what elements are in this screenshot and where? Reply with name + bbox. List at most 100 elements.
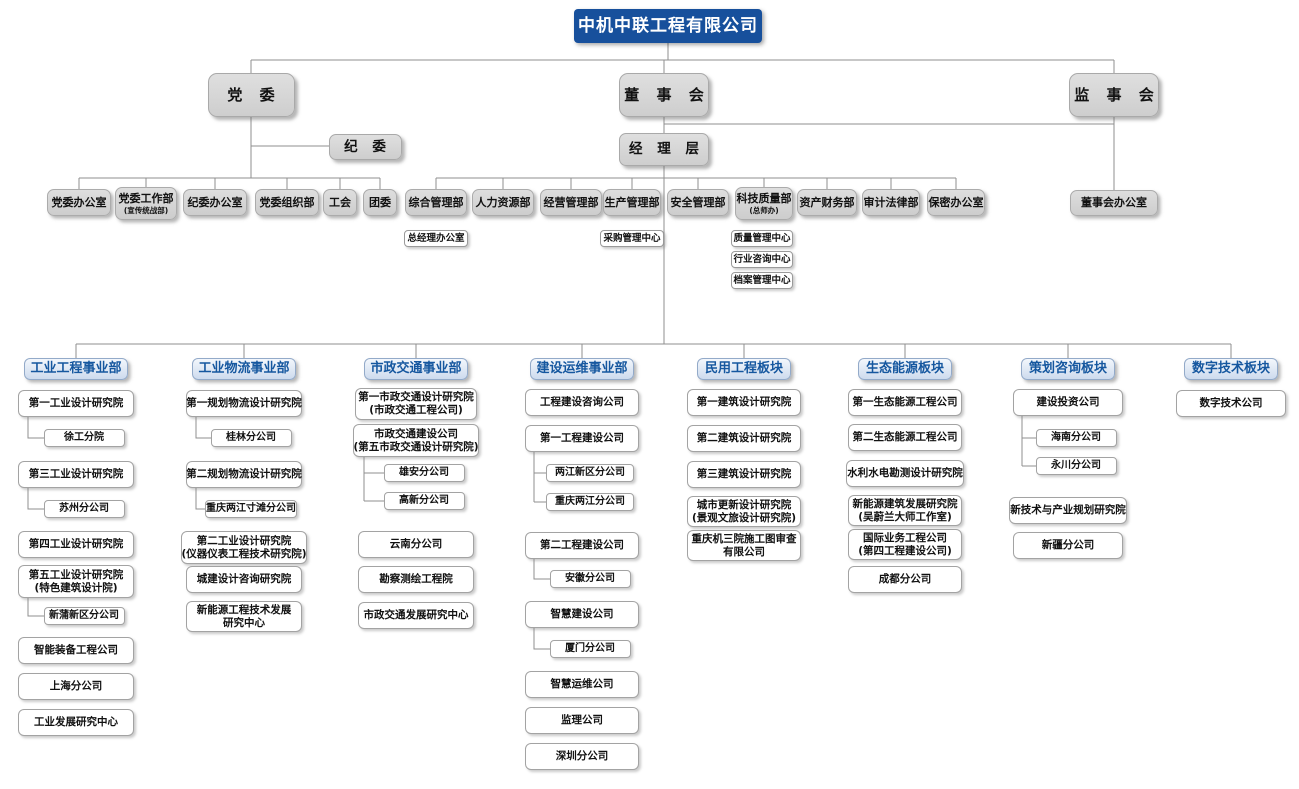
- digital-technology-company: 数字技术公司: [1176, 390, 1286, 417]
- div-construction-ops-label: 建设运维事业部: [536, 361, 628, 377]
- international-business-company: 国际业务工程公司(第四工程建设公司): [848, 529, 962, 560]
- no3-industrial-design-institute: 第三工业设计研究院: [18, 461, 134, 488]
- party-committee-label: 党 委: [227, 86, 281, 104]
- supervisory-board-label: 监 事 会: [1074, 86, 1160, 104]
- no1-architectural-design-institute-label: 第一建筑设计研究院: [696, 396, 792, 409]
- xinpu-new-area-branch: 新蒲新区分公司: [43, 607, 125, 625]
- digital-technology-company-label: 数字技术公司: [1199, 397, 1263, 410]
- gm-office-label: 总经理办公室: [407, 232, 465, 244]
- urban-construction-consulting-institute: 城建设计咨询研究院: [186, 566, 302, 593]
- company-title: 中机中联工程有限公司: [574, 9, 762, 43]
- no2-industrial-design-institute-label: 第二工业设计研究院: [196, 534, 292, 547]
- board-office-label: 董事会办公室: [1081, 196, 1147, 210]
- new-tech-industrial-planning-institute-label: 新技术与产业规划研究院: [1010, 504, 1126, 517]
- xiamen-branch-label: 厦门分公司: [565, 643, 615, 654]
- anhui-branch: 安徽分公司: [549, 570, 631, 588]
- management-level: 经 理 层: [619, 133, 709, 166]
- industrial-development-research-center-label: 工业发展研究中心: [34, 716, 118, 729]
- smart-construction-company-label: 智慧建设公司: [550, 608, 614, 621]
- shenzhen-branch-label: 深圳分公司: [555, 750, 609, 763]
- yongchuan-branch-label: 永川分公司: [1051, 460, 1101, 471]
- no1-planning-logistics-institute: 第一规划物流设计研究院: [186, 390, 302, 417]
- tech-quality-dept-sublabel: (总师办): [749, 205, 779, 215]
- discipline-office: 纪委办公室: [183, 189, 247, 216]
- connector-col2-branches: [195, 417, 212, 510]
- suzhou-branch-label: 苏州分公司: [59, 503, 109, 514]
- anhui-branch-label: 安徽分公司: [565, 573, 615, 584]
- party-office: 党委办公室: [47, 189, 111, 216]
- no1-municipal-transport-institute: 第一市政交通设计研究院(市政交通工程公司): [355, 388, 477, 420]
- asset-finance-dept: 资产财务部: [797, 189, 857, 216]
- xiongan-branch-label: 雄安分公司: [399, 467, 449, 478]
- no2-industrial-design-institute: 第二工业设计研究院(仪器仪表工程技术研究院): [181, 531, 307, 564]
- no2-architectural-design-institute: 第二建筑设计研究院: [687, 425, 801, 452]
- quality-center: 质量管理中心: [731, 230, 793, 247]
- no3-architectural-design-institute: 第三建筑设计研究院: [687, 461, 801, 488]
- confidentiality-office: 保密办公室: [927, 189, 985, 216]
- asset-finance-dept-label: 资产财务部: [799, 195, 855, 209]
- no1-architectural-design-institute: 第一建筑设计研究院: [687, 389, 801, 416]
- connector-party-to-discipline: [250, 116, 332, 178]
- tech-quality-dept: 科技质量部(总师办): [735, 187, 793, 220]
- procurement-center: 采购管理中心: [600, 230, 664, 247]
- production-mgmt-dept: 生产管理部: [603, 189, 661, 216]
- liangjiang-new-area-branch: 两江新区分公司: [546, 464, 634, 482]
- div-digital-tech: 数字技术板块: [1184, 358, 1278, 380]
- hr-dept-label: 人力资源部: [475, 195, 531, 209]
- no1-municipal-transport-institute-sublabel: (市政交通工程公司): [369, 404, 463, 416]
- urban-construction-consulting-institute-label: 城建设计咨询研究院: [196, 573, 292, 586]
- procurement-center-label: 采购管理中心: [603, 232, 661, 244]
- urban-renewal-design-institute: 城市更新设计研究院(景观文旅设计研究院): [687, 496, 801, 527]
- yunnan-branch-label: 云南分公司: [389, 538, 443, 551]
- industry-consulting-center: 行业咨询中心: [731, 251, 793, 268]
- xugong-branch-label: 徐工分院: [64, 432, 104, 443]
- no2-engineering-construction-company: 第二工程建设公司: [525, 532, 639, 559]
- connector-col7-branches: [1021, 416, 1037, 467]
- hainan-branch-label: 海南分公司: [1051, 432, 1101, 443]
- party-office-label: 党委办公室: [51, 195, 107, 209]
- div-industrial-engineering: 工业工程事业部: [24, 358, 128, 380]
- div-civil-engineering: 民用工程板块: [697, 358, 791, 380]
- connector-col3-branches: [363, 457, 385, 502]
- urban-renewal-design-institute-sublabel: (景观文旅设计研究院): [691, 511, 797, 524]
- construction-investment-company: 建设投资公司: [1013, 389, 1123, 416]
- youth-league: 团委: [363, 189, 397, 216]
- supervision-company: 监理公司: [525, 707, 639, 734]
- no1-eco-energy-company: 第一生态能源工程公司: [848, 389, 962, 416]
- shenzhen-branch: 深圳分公司: [525, 743, 639, 770]
- yunnan-branch: 云南分公司: [358, 531, 474, 558]
- div-municipal-transport-label: 市政交通事业部: [370, 361, 462, 377]
- discipline-committee-label: 纪 委: [344, 138, 391, 155]
- business-mgmt-dept-label: 经营管理部: [543, 195, 599, 209]
- connector-trunk-to-divisions: [75, 343, 1232, 360]
- no2-planning-logistics-institute-label: 第二规划物流设计研究院: [186, 468, 302, 481]
- xiongan-branch: 雄安分公司: [383, 464, 465, 482]
- no2-eco-energy-company-label: 第二生态能源工程公司: [852, 431, 958, 444]
- confidentiality-office-label: 保密办公室: [928, 195, 984, 209]
- connector-col4-branches: [533, 452, 551, 650]
- div-civil-engineering-label: 民用工程板块: [704, 361, 783, 377]
- no4-industrial-design-institute: 第四工业设计研究院: [18, 531, 134, 558]
- no1-industrial-design-institute-label: 第一工业设计研究院: [28, 397, 124, 410]
- board-of-directors-label: 董 事 会: [624, 86, 710, 104]
- connector-party-to-party-depts: [78, 177, 381, 191]
- smart-operations-company: 智慧运维公司: [525, 671, 639, 698]
- div-industrial-logistics: 工业物流事业部: [192, 358, 296, 380]
- municipal-transport-construction-company-sublabel: (第五市政交通设计研究院): [353, 440, 479, 453]
- party-work-dept-sublabel: (宣传统战部): [123, 205, 169, 215]
- new-tech-industrial-planning-institute: 新技术与产业规划研究院: [1009, 497, 1127, 524]
- no5-industrial-design-institute-label: 第五工业设计研究院: [28, 568, 124, 581]
- supervision-company-label: 监理公司: [561, 714, 603, 727]
- chongqing-liangjiang-branch: 重庆两江分公司: [546, 493, 634, 511]
- no4-industrial-design-institute-label: 第四工业设计研究院: [28, 538, 124, 551]
- xiamen-branch: 厦门分公司: [549, 640, 631, 658]
- party-org-dept-label: 党委组织部: [259, 195, 315, 209]
- xinjiang-branch-label: 新疆分公司: [1041, 539, 1095, 552]
- survey-mapping-institute-label: 勘察测绘工程院: [379, 573, 453, 586]
- new-energy-tech-development-center-label: 新能源工程技术发展: [196, 603, 292, 616]
- gm-office: 总经理办公室: [404, 230, 468, 247]
- municipal-transport-construction-company: 市政交通建设公司(第五市政交通设计研究院): [353, 424, 479, 457]
- xinpu-new-area-branch-label: 新蒲新区分公司: [49, 610, 119, 621]
- no2-architectural-design-institute-label: 第二建筑设计研究院: [696, 432, 792, 445]
